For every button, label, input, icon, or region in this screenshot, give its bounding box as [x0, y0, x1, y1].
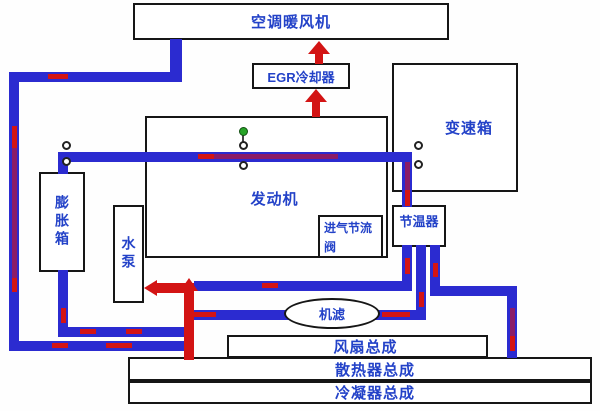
node-oil-filter-label: 机滤: [318, 307, 345, 322]
quick-connector-icon: [62, 157, 71, 166]
pipe-flow-segment: [198, 154, 214, 159]
flow-arrow-shaft: [312, 100, 320, 117]
pipe-flow-segment: [262, 283, 278, 288]
pipe-flow-segment: [510, 308, 515, 336]
pipe-flow-segment: [52, 343, 68, 348]
pipe-flow-segment: [510, 336, 515, 351]
pipe-thermostat-mid-stub: [416, 245, 426, 320]
pipe-flow-segment: [12, 126, 17, 148]
pipe-flow-segment: [48, 74, 68, 79]
pipe-flow-segment: [12, 148, 17, 278]
pipe-left-bottom-run: [9, 341, 187, 351]
node-radiator-assembly-label: 散热器总成: [334, 361, 415, 379]
pipe-flow-segment: [194, 312, 216, 317]
pipe-flow-segment: [405, 258, 410, 274]
node-intake-throttle: 进气节流阀: [318, 215, 383, 258]
pipe-flow-segment: [405, 190, 410, 206]
node-gearbox: 变速箱: [392, 63, 518, 192]
node-thermostat-label: 节温器: [399, 214, 439, 229]
node-gearbox-label: 变速箱: [444, 120, 493, 137]
node-radiator-assembly: 散热器总成: [128, 357, 592, 381]
quick-connector-icon: [414, 141, 423, 150]
node-fan-assembly: 风扇总成: [227, 335, 488, 358]
quick-connector-icon: [239, 141, 248, 150]
pipe-flow-segment: [433, 263, 438, 277]
pipe-heater-return-top: [9, 72, 182, 82]
node-water-pump-label: 水泵: [120, 236, 137, 272]
pipe-radiator-riser-red: [184, 283, 194, 360]
quick-connector-icon: [62, 141, 71, 150]
flow-arrow-shaft: [315, 52, 323, 64]
pipe-flow-segment: [405, 162, 410, 190]
node-egr-cooler: EGR冷却器: [252, 63, 350, 89]
pipe-flow-segment: [61, 308, 66, 323]
pipe-tank-bottom-run: [58, 327, 187, 337]
flow-arrow-up-icon: [308, 41, 330, 54]
pipe-flow-segment: [419, 292, 424, 307]
pipe-flow-segment: [80, 329, 96, 334]
node-ac-heater: 空调暖风机: [133, 3, 449, 40]
bleed-valve-stem: [242, 135, 244, 144]
flow-arrow-left-icon: [144, 280, 157, 296]
pipe-flow-segment: [382, 312, 410, 317]
node-condenser-assembly-label: 冷凝器总成: [334, 385, 415, 402]
pipe-flow-segment: [106, 343, 132, 348]
node-water-pump: 水泵: [113, 205, 144, 303]
pipe-tank-down: [58, 270, 68, 337]
pipe-heater-down: [170, 39, 182, 82]
quick-connector-icon: [239, 161, 248, 170]
node-thermostat: 节温器: [392, 205, 446, 247]
node-ac-heater-label: 空调暖风机: [250, 14, 331, 31]
pipe-flow-segment: [126, 329, 142, 334]
pipe-thermostat-right-run: [430, 286, 517, 296]
flow-arrow-up-icon: [180, 278, 198, 291]
node-intake-throttle-label: 进气节流阀: [324, 221, 373, 254]
node-expansion-tank: 膨胀箱: [39, 172, 85, 272]
node-fan-assembly-label: 风扇总成: [333, 339, 398, 356]
green-bleed-valve-icon: [239, 127, 248, 136]
node-expansion-tank-label: 膨胀箱: [54, 195, 70, 249]
flow-arrow-up-icon: [305, 89, 327, 102]
node-engine-label: 发动机: [250, 190, 299, 208]
pipe-flow-segment: [214, 154, 338, 159]
pipe-thermostat-left-run: [194, 281, 412, 291]
pipe-flow-segment: [12, 278, 17, 292]
pipe-to-pump-red: [152, 283, 186, 293]
node-oil-filter: 机滤: [284, 298, 380, 329]
quick-connector-icon: [414, 160, 423, 169]
node-condenser-assembly: 冷凝器总成: [128, 381, 592, 404]
node-egr-cooler-label: EGR冷却器: [267, 69, 335, 85]
